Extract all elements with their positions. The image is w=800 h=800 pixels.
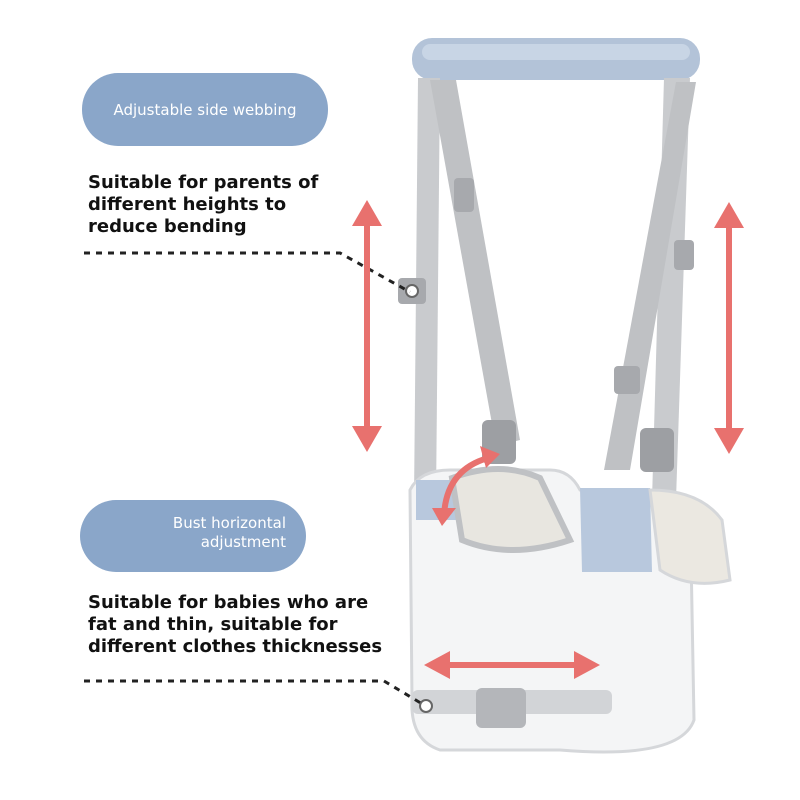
handle-bar	[412, 38, 700, 80]
description-line: reduce bending	[88, 216, 247, 237]
harness-vest	[408, 466, 732, 754]
curved-double-arrow-icon	[432, 446, 500, 526]
bust-adjustment-pill: Bust horizontal adjustment	[80, 500, 306, 572]
description-line: different clothes thicknesses	[88, 636, 383, 657]
leader-line	[84, 251, 411, 294]
strap-buckle	[674, 240, 694, 270]
pill-label: adjustment	[200, 533, 286, 551]
description-line: different heights to	[88, 194, 287, 215]
description-line: Suitable for babies who are	[88, 592, 369, 613]
pill-label: Adjustable side webbing	[113, 100, 297, 119]
strap-buckle	[614, 366, 640, 394]
bust-buckle-strap	[412, 688, 612, 728]
side-webbing-description: Suitable for parents of different height…	[88, 172, 318, 238]
left-strap	[414, 78, 520, 500]
leader-line	[84, 679, 425, 707]
description-line: fat and thin, suitable for	[88, 614, 338, 635]
bust-adjustment-description: Suitable for babies who are fat and thin…	[88, 592, 382, 658]
vertical-double-arrow-icon	[714, 202, 744, 454]
strap-adjuster	[398, 278, 426, 304]
strap-buckle	[640, 428, 674, 472]
pill-label: Bust horizontal	[172, 514, 286, 532]
description-line: Suitable for parents of	[88, 172, 319, 193]
vertical-double-arrow-icon	[352, 200, 382, 452]
strap-buckle	[454, 178, 474, 212]
side-webbing-pill: Adjustable side webbing	[82, 73, 328, 146]
horizontal-double-arrow-icon	[424, 651, 600, 679]
